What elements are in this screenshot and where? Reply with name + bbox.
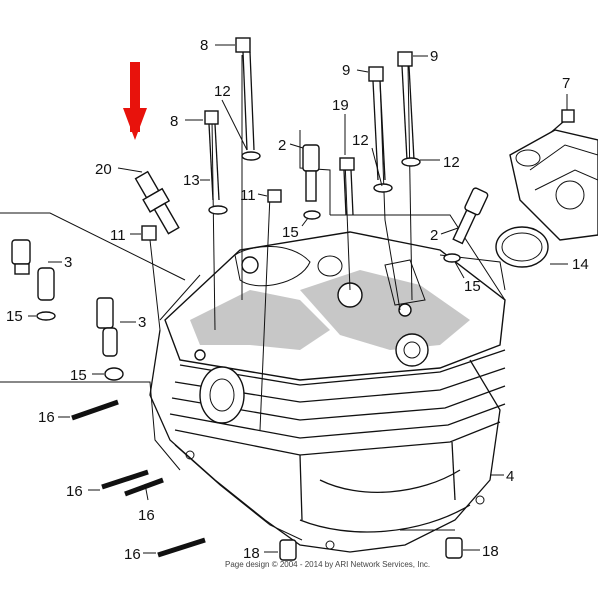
callout-labels: 8 9 9 7 12 8 19 2 12 12 20 13 11 11 15 2 — [6, 37, 589, 563]
callout-18-right: 18 — [482, 543, 499, 560]
callout-3-lower: 3 — [138, 314, 146, 331]
callout-8-second: 8 — [170, 113, 178, 130]
callout-18-left: 18 — [243, 545, 260, 562]
red-arrow-indicator — [123, 62, 147, 140]
callout-2-right: 2 — [430, 227, 438, 244]
callout-16-c: 16 — [138, 507, 155, 524]
callout-15-lower: 15 — [70, 367, 87, 384]
callout-11-left: 11 — [110, 227, 126, 244]
callout-4: 4 — [506, 468, 514, 485]
callout-12-b: 12 — [352, 132, 369, 149]
side-cover — [495, 129, 598, 268]
callout-16-d: 16 — [124, 546, 141, 563]
callout-15-left: 15 — [6, 308, 23, 325]
callout-16-b: 16 — [66, 483, 83, 500]
cylinder-head — [149, 231, 506, 553]
callout-9-right: 9 — [430, 48, 438, 65]
callout-19: 19 — [332, 97, 349, 114]
callout-13: 13 — [183, 172, 200, 189]
callout-3-upper: 3 — [64, 254, 72, 271]
callout-7: 7 — [562, 75, 570, 92]
fasteners — [11, 37, 575, 561]
callout-15-top: 15 — [282, 224, 299, 241]
callout-12-c: 12 — [443, 154, 460, 171]
callout-8-top: 8 — [200, 37, 208, 54]
callout-20: 20 — [95, 161, 112, 178]
callout-14: 14 — [572, 256, 589, 273]
callout-15-right: 15 — [464, 278, 481, 295]
copyright-footer: Page design © 2004 - 2014 by ARI Network… — [225, 560, 430, 569]
callout-9-left: 9 — [342, 62, 350, 79]
callout-11-right: 11 — [240, 187, 256, 204]
callout-16-a: 16 — [38, 409, 55, 426]
callout-12-a: 12 — [214, 83, 231, 100]
callout-2-top: 2 — [278, 137, 286, 154]
